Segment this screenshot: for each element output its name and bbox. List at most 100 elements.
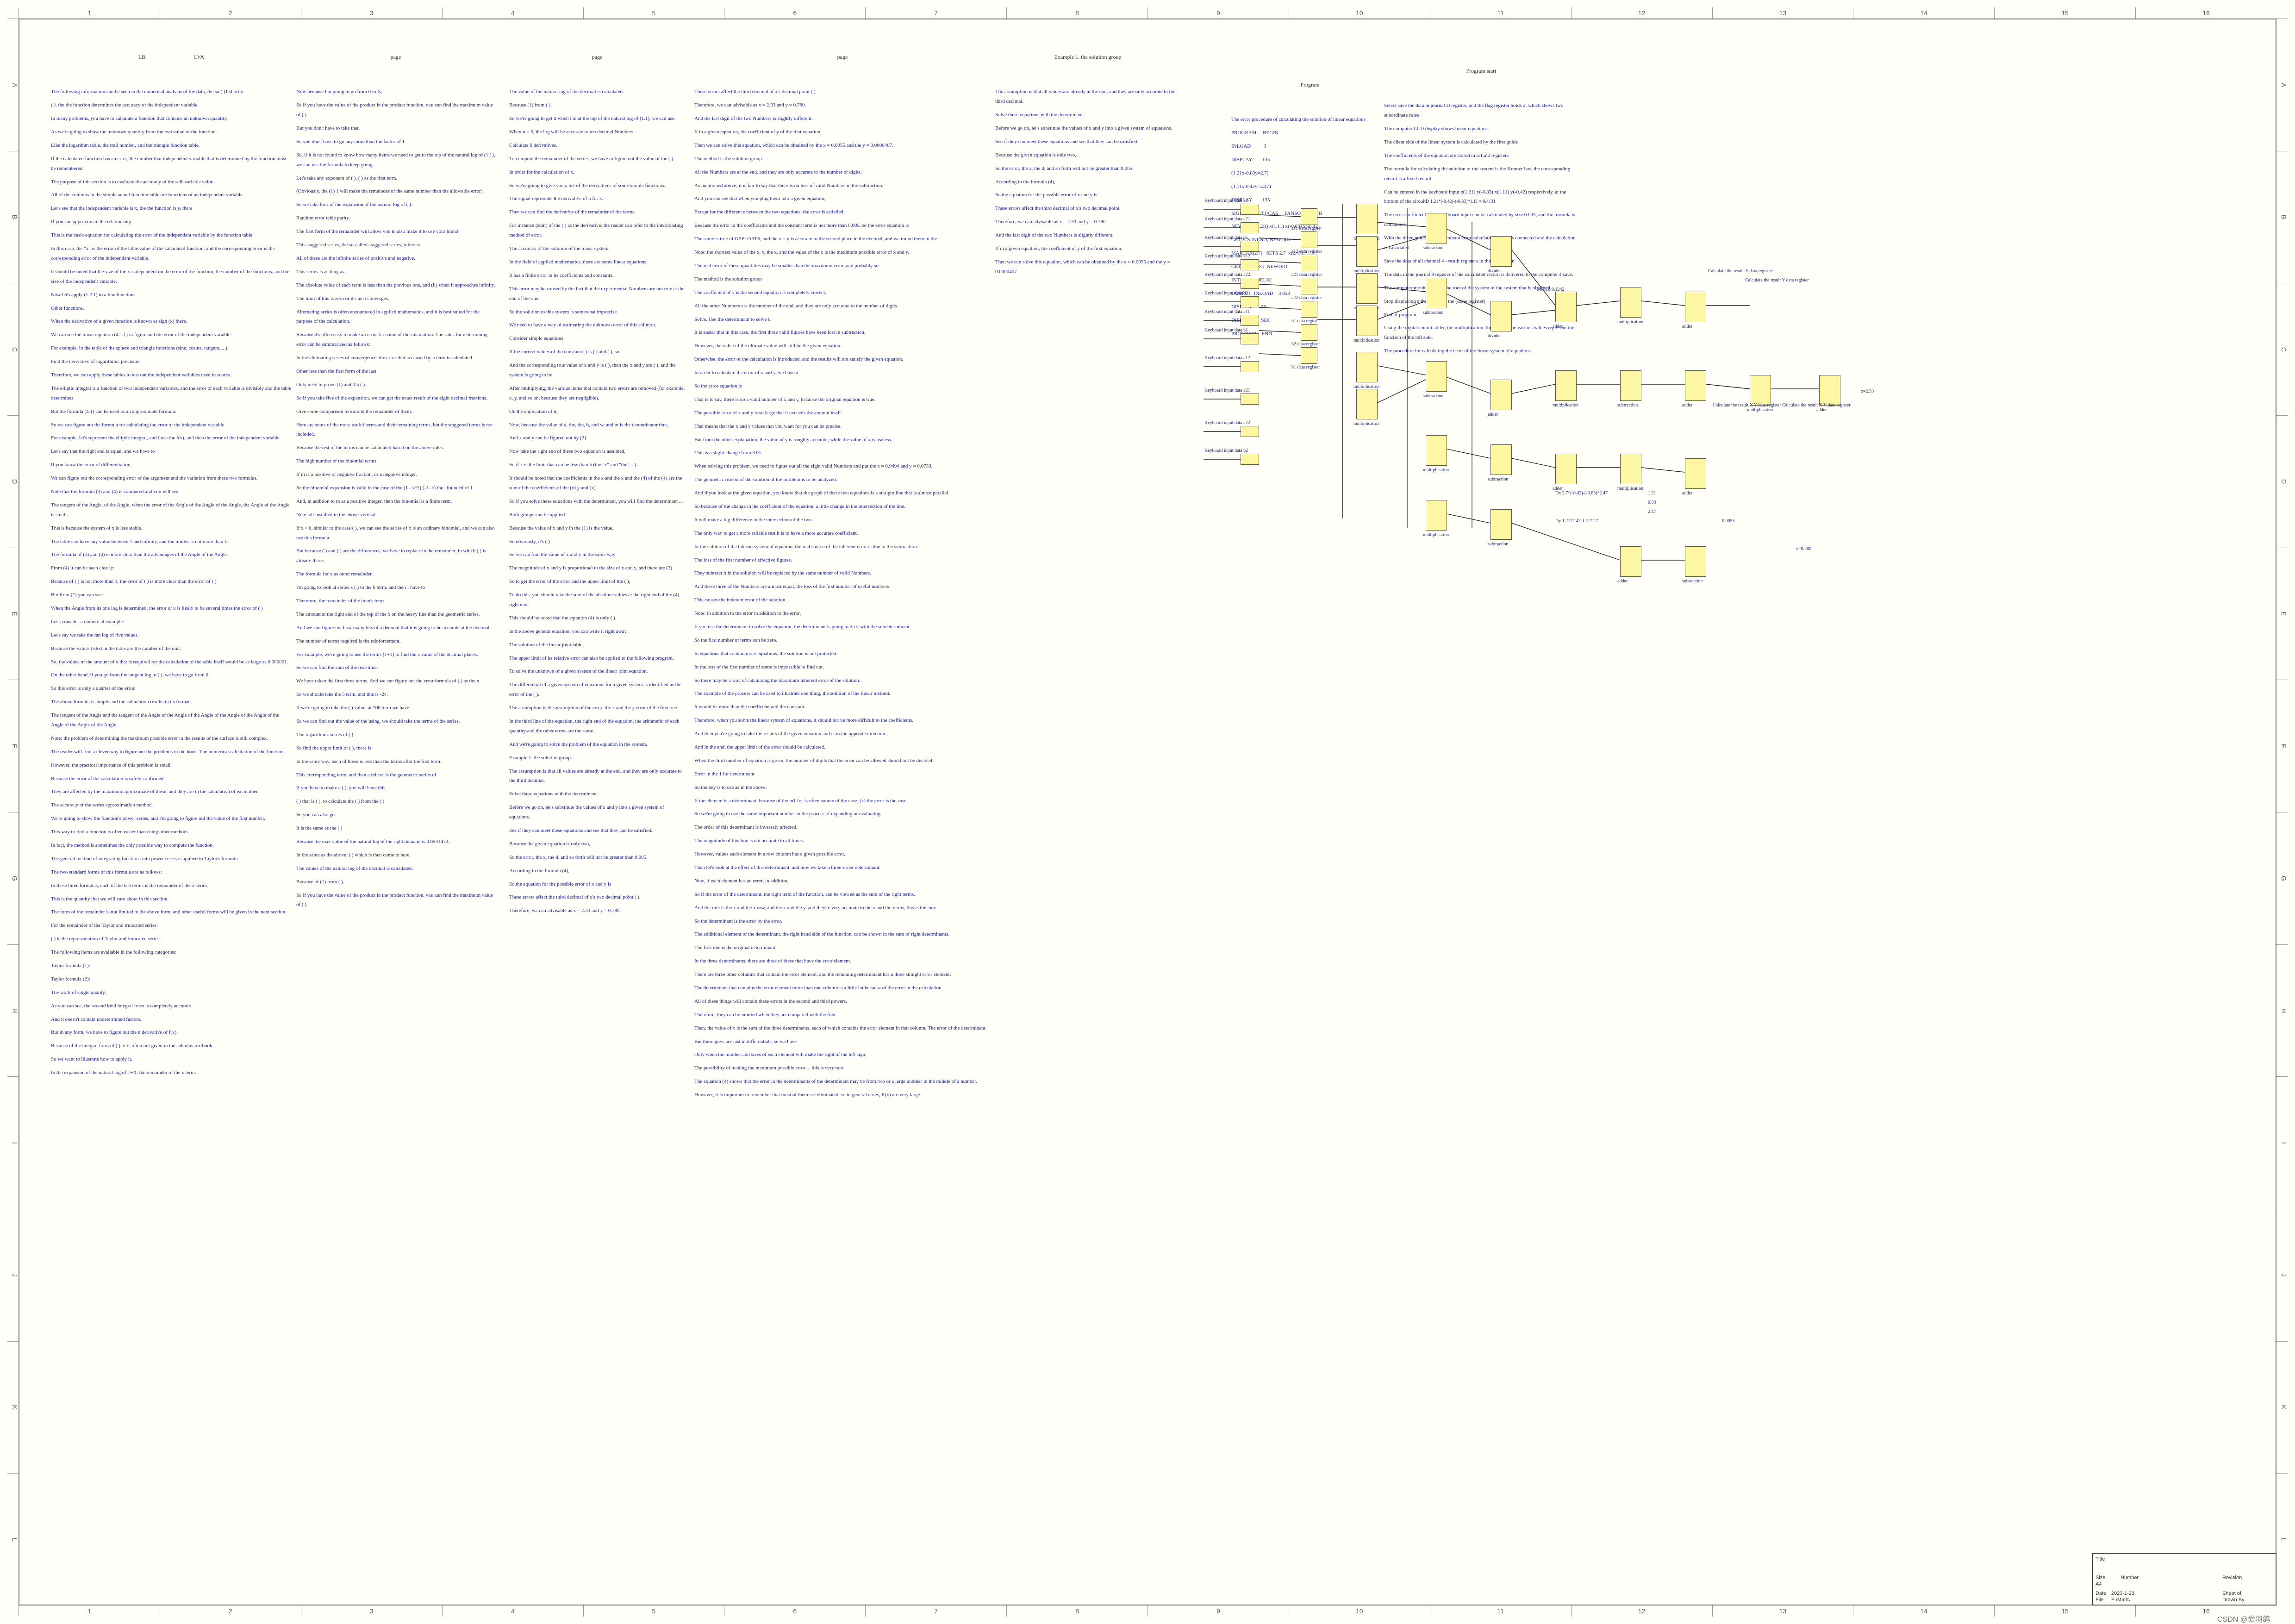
paragraph: Because of ( ) is not more than 1, the e…	[51, 579, 217, 585]
paragraph: In this case, the "x" is the error of th…	[51, 246, 276, 261]
paragraph: If the element is a determinant, because…	[694, 798, 907, 804]
wire	[1377, 300, 1426, 320]
paragraph: In the same as the above, ( ) which is t…	[296, 852, 411, 858]
paragraph: But these guys are just in differentials…	[694, 1038, 797, 1044]
paragraph: Give some comparison terms and the remai…	[296, 408, 412, 414]
ruler-mark: 12	[1571, 1605, 1712, 1617]
register-block	[1301, 324, 1317, 341]
operator-block	[1620, 287, 1641, 318]
operator-label: subtraction	[1488, 542, 1509, 547]
paragraph: Then let's look at the effect of this de…	[694, 865, 881, 871]
paragraph: For instance (sum) of the ( ) as the der…	[509, 223, 685, 238]
operator-label: subtraction	[1423, 394, 1444, 399]
paragraph: Therefore, we can advisable as x = 2.33 …	[995, 219, 1107, 225]
dy-value: Dy 1.21*2.47-1.11*2.7	[1555, 518, 1598, 524]
ruler-mark: 15	[1994, 7, 2135, 19]
paragraph: The possibility of making the maximum po…	[694, 1065, 845, 1071]
ruler-mark: 16	[2135, 1605, 2276, 1617]
wire	[1706, 384, 1750, 389]
paragraph: The values of the natural log of the dec…	[296, 865, 413, 871]
paragraph: Taylor formula (2):	[51, 976, 90, 982]
paragraph: The form of the remainder is not limited…	[51, 909, 287, 915]
paragraph: If m is a positive or negative fraction,…	[296, 472, 417, 478]
paragraph: Error in the 1 for determinant	[694, 771, 755, 777]
paragraph: It should be noted that the coefficients…	[509, 475, 684, 491]
paragraph: We can see the linear equation (4.1.1) i…	[51, 332, 232, 338]
paragraph: This is because the system of x is less …	[51, 525, 143, 531]
operator-label: multiplication	[1617, 486, 1644, 491]
operator-label: subtraction	[1423, 310, 1444, 315]
paragraph: Note: the shortest value of the x, y, th…	[694, 250, 910, 256]
column-header: page	[837, 53, 848, 60]
operator-block	[1426, 500, 1447, 531]
paragraph: All of the columns in the simple actual …	[51, 192, 244, 198]
ruler-mark: 3	[300, 7, 442, 19]
paragraph: If the calculated function has an error,…	[51, 156, 288, 171]
paragraph: And the corresponding true value of x an…	[509, 362, 677, 378]
paragraph: The limit of this is zero or it's as it …	[296, 295, 389, 301]
paragraph: Let's consider a numerical example.	[51, 618, 125, 625]
register-block	[1301, 347, 1317, 364]
input-block	[1241, 454, 1259, 465]
paragraph: The reader will find a clever way to fig…	[51, 749, 285, 755]
text-column-3: page The value of the natural log of the…	[509, 32, 685, 929]
paragraph: They subtract it in the solution will be…	[694, 570, 871, 576]
paragraph: The data in the journal 8 register of th…	[1384, 271, 1573, 277]
paragraph: Both groups can be applied.	[509, 512, 567, 518]
paragraph: If we're going to take the ( ) value, at…	[296, 705, 411, 711]
paragraph: It is the same as the ( )	[296, 825, 343, 831]
input-label: Keyboard input data b1	[1204, 235, 1248, 240]
paragraph: Because the values listed in the table a…	[51, 645, 181, 651]
ruler-mark: H	[2276, 944, 2288, 1077]
error-value: 0.0055	[1722, 518, 1735, 524]
paragraph: In the three determinants, there are thr…	[694, 958, 851, 964]
paragraph: If you can approximate the relationship	[51, 219, 131, 225]
paragraph: And it doesn't contain undetermined fact…	[51, 1016, 142, 1022]
paragraph: So obviously, it's ( )	[509, 538, 550, 544]
operator-label: subtraction	[1423, 245, 1444, 250]
operator-block	[1491, 380, 1512, 410]
register-label: a21 data register	[1291, 272, 1322, 277]
paragraph: The equation (4) shows that the error in…	[694, 1079, 978, 1085]
operator-label: adder	[1553, 486, 1563, 491]
paragraph: That means that the x and y values that …	[694, 423, 842, 429]
register-block	[1301, 231, 1317, 248]
ruler-mark: 11	[1429, 1605, 1571, 1617]
register-label: b1 data register	[1291, 319, 1320, 324]
determinant-make-value: MAKE 0.1242	[1537, 287, 1565, 292]
paragraph: The logarithmic series of ( )	[296, 731, 354, 737]
ruler-mark: K	[2276, 1341, 2288, 1474]
paragraph: The same is true of GEFLOATS, and the x …	[694, 236, 937, 242]
paragraph-list: The error procedure of calculating the s…	[1231, 115, 1389, 338]
paragraph: It should be noted that the size of the …	[51, 269, 291, 284]
paragraph: To compute the remainder of the series, …	[509, 156, 674, 162]
paragraph: Let's take any exponent of ( ), ( ) as t…	[296, 175, 398, 181]
paragraph: See if they can meet these equations and…	[509, 828, 653, 834]
input-block	[1241, 394, 1259, 405]
operator-label: multiplication	[1353, 338, 1380, 343]
numeric-value: 2.47	[1648, 509, 1656, 514]
wire	[1447, 449, 1491, 459]
paragraph: The coefficient of y is the second equat…	[694, 289, 826, 295]
ruler-mark: 16	[2135, 7, 2276, 19]
paragraph: Because the rest of the terms can be cal…	[296, 445, 444, 451]
paragraph: It would be more than the coefficient an…	[694, 704, 805, 710]
ruler-mark: 11	[1429, 7, 1571, 19]
determinant-value: D 1.21*(-0.42)-(-0.83)*1.11 = 0.4131	[1426, 199, 1496, 204]
paragraph: Then, the value of x is the sum of the t…	[694, 1025, 987, 1031]
input-label: Keyboard input data x1	[1204, 198, 1248, 203]
paragraph: In the third line of the equation, the r…	[509, 718, 681, 734]
file-value: F:\Math\	[2111, 1597, 2130, 1603]
paragraph: Because (1) from ( ),	[509, 102, 552, 108]
wire	[1377, 222, 1426, 227]
number-label: Number	[2120, 1575, 2139, 1580]
paragraph: The geometric reason of the solution of …	[694, 477, 837, 483]
wire	[1511, 523, 1621, 561]
paragraph: The magnitude of x and y is proportional…	[509, 565, 673, 571]
paragraph: They are affected by the maximum approxi…	[51, 789, 259, 795]
paragraph: This error may be caused by the fact tha…	[509, 286, 686, 301]
paragraph: The possible error of x and y is so larg…	[694, 410, 842, 416]
paragraph: When n = 5, the log will be accurate to …	[509, 129, 635, 135]
wire	[1377, 236, 1426, 250]
paragraph: ( ) that is ( ), to calculate the ( ) fr…	[296, 799, 385, 805]
